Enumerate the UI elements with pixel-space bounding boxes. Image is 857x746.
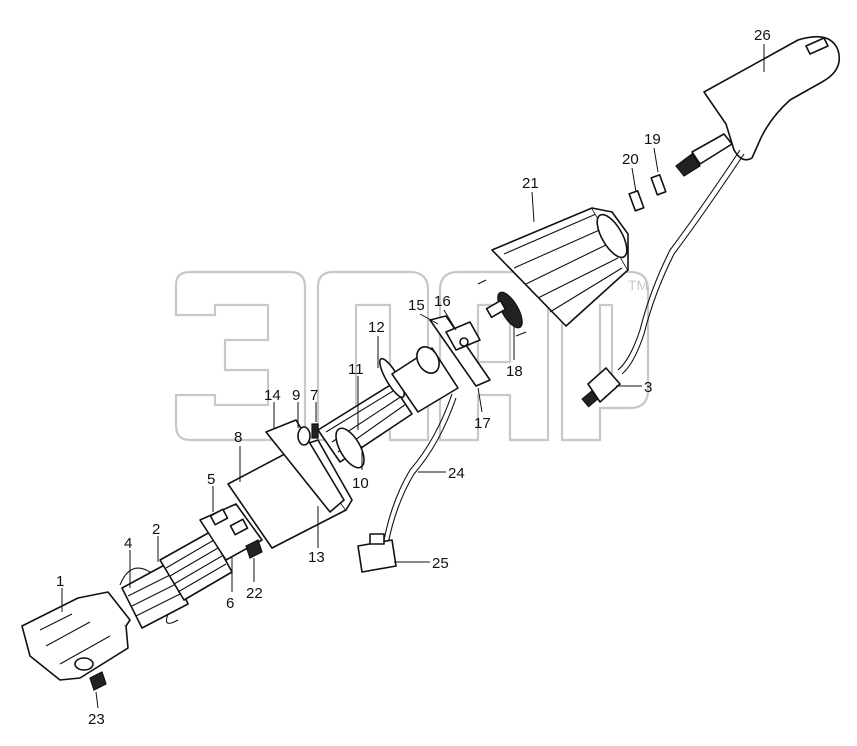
callout-11: 11 xyxy=(348,361,364,378)
callout-23: 23 xyxy=(88,711,105,728)
callout-17: 17 xyxy=(474,415,491,432)
part-21-rubber-boot xyxy=(491,207,629,327)
callout-20: 20 xyxy=(622,151,639,168)
part-17-gimbal-plate xyxy=(429,315,491,387)
threaded-stud xyxy=(675,133,733,177)
callout-21: 21 xyxy=(522,175,539,192)
callout-18: 18 xyxy=(506,363,523,380)
pivot-cylinder xyxy=(391,346,459,413)
part-24-cable xyxy=(383,393,457,545)
part-22-pin xyxy=(245,539,263,559)
part-20-nut xyxy=(628,190,645,212)
callout-12: 12 xyxy=(368,319,385,336)
part-14-flange xyxy=(265,419,345,513)
callout-22: 22 xyxy=(246,585,263,602)
callout-5: 5 xyxy=(207,471,215,488)
part-18-disk xyxy=(477,279,527,337)
part-23-screw xyxy=(89,671,107,691)
callout-3: 3 xyxy=(644,379,652,396)
callout-19: 19 xyxy=(644,131,661,148)
callout-6: 6 xyxy=(226,595,234,612)
callout-4: 4 xyxy=(124,535,132,552)
callout-25: 25 xyxy=(432,555,449,572)
callout-1: 1 xyxy=(56,573,64,590)
callout-7: 7 xyxy=(310,387,318,404)
part-19-nut xyxy=(650,174,667,196)
leader-lines xyxy=(61,44,765,709)
callouts: 1 2 3 4 5 6 7 8 9 10 11 12 13 14 15 16 1… xyxy=(56,27,771,728)
part-11-shaft-spring xyxy=(317,383,413,469)
callout-14: 14 xyxy=(264,387,281,404)
part-1-base-housing xyxy=(21,591,131,681)
callout-2: 2 xyxy=(152,521,160,538)
watermark-tm: TM xyxy=(628,277,648,293)
callout-8: 8 xyxy=(234,429,242,446)
callout-16: 16 xyxy=(434,293,451,310)
part-3-cable-connector xyxy=(581,149,745,408)
callout-10: 10 xyxy=(352,475,369,492)
callout-24: 24 xyxy=(448,465,465,482)
callout-26: 26 xyxy=(754,27,771,44)
callout-9: 9 xyxy=(292,387,300,404)
part-25-connector xyxy=(357,533,397,573)
part-26-handle-grip xyxy=(703,35,841,161)
callout-13: 13 xyxy=(308,549,325,566)
part-9-washer xyxy=(297,426,311,446)
callout-15: 15 xyxy=(408,297,425,314)
part-7-pin xyxy=(311,423,319,439)
